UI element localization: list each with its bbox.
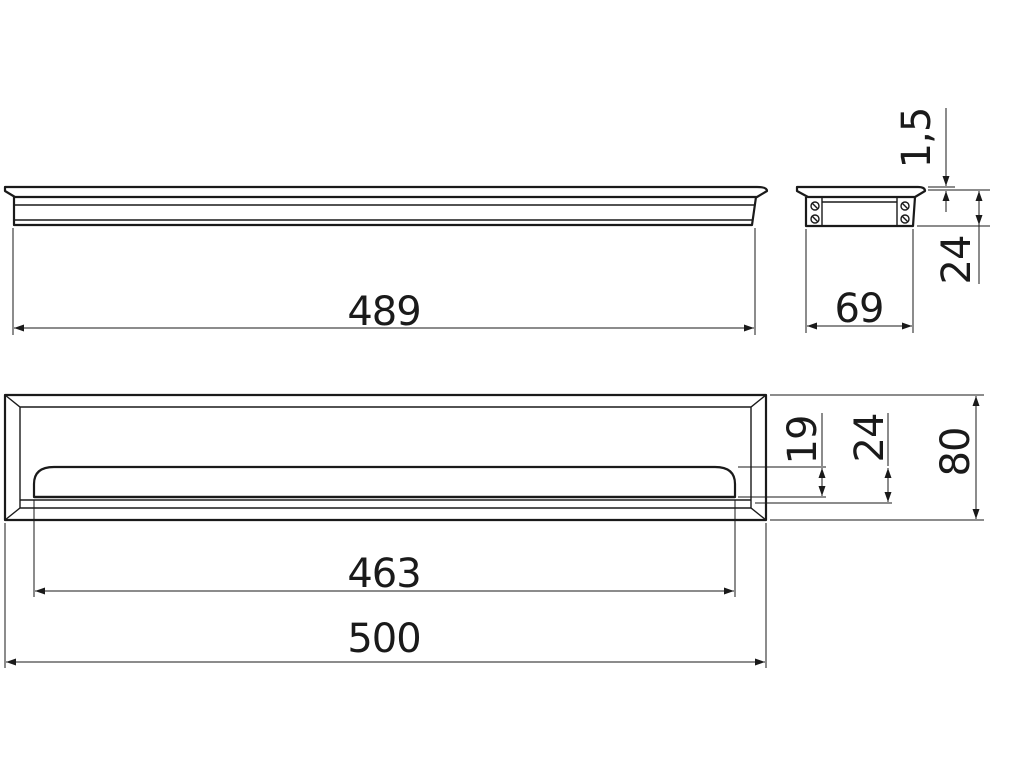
end-view: 69 1,5 24 xyxy=(795,108,990,333)
screw-icon xyxy=(900,201,910,211)
end-view-flange xyxy=(795,185,927,199)
side-view-flange xyxy=(3,185,769,199)
plan-view-cable-opening xyxy=(32,465,737,499)
side-view-body xyxy=(12,196,758,227)
screw-icon xyxy=(900,214,910,224)
dimension-label-80: 80 xyxy=(933,428,979,477)
dimension-label-19: 19 xyxy=(780,416,826,465)
plan-view: 19 24 80 463 500 xyxy=(3,393,984,668)
end-view-body xyxy=(804,196,917,228)
dimension-label-489: 489 xyxy=(347,289,420,335)
plan-view-bevel xyxy=(4,394,767,521)
dimension-label-24-plan: 24 xyxy=(847,414,893,463)
dimension-label-69: 69 xyxy=(835,286,884,332)
dimension-label-463: 463 xyxy=(347,551,420,597)
screw-icon xyxy=(810,201,820,211)
side-view: 489 xyxy=(3,185,769,335)
screw-icon xyxy=(810,214,820,224)
dimension-label-1-5: 1,5 xyxy=(894,108,940,169)
dimension-label-24: 24 xyxy=(934,236,980,285)
plan-view-outer-frame xyxy=(3,393,768,522)
dimension-label-500: 500 xyxy=(347,616,420,662)
